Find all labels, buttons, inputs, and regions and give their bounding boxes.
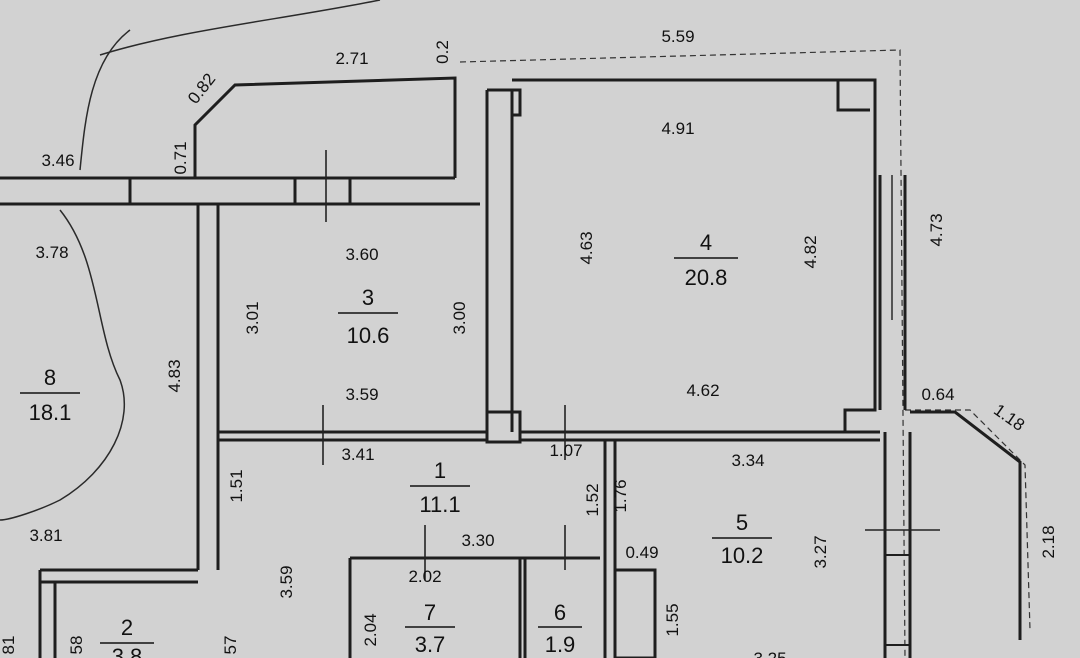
dimension-label: 1.07 xyxy=(549,441,582,460)
dimension-label: 2.02 xyxy=(408,567,441,586)
svg-text:1: 1 xyxy=(434,458,446,483)
room-label-1: 1 11.1 xyxy=(410,458,470,517)
dimension-label: 3.25 xyxy=(753,649,786,658)
svg-text:1.9: 1.9 xyxy=(545,632,576,657)
dimension-label: 3.00 xyxy=(450,301,469,334)
svg-text:18.1: 18.1 xyxy=(29,400,72,425)
dimension-label: 3.27 xyxy=(811,535,830,568)
dimension-label: 4.73 xyxy=(927,213,946,246)
dimension-label: 4.91 xyxy=(661,119,694,138)
dimension-label: 3.59 xyxy=(345,385,378,404)
wall xyxy=(193,76,457,178)
dimension-labels: 5.59 2.71 0.2 0.82 0.71 3.46 3.78 3.60 3… xyxy=(0,27,1058,658)
dimension-label: 4.82 xyxy=(801,235,820,268)
svg-text:10.2: 10.2 xyxy=(721,543,764,568)
wall xyxy=(487,88,522,117)
dimension-label: 0.71 xyxy=(171,141,190,174)
room-label-2: 2 3.8 xyxy=(100,615,154,658)
boundary-line xyxy=(0,29,131,521)
outer-dimension-line xyxy=(459,49,906,658)
dimension-label: 57 xyxy=(221,636,240,655)
wall xyxy=(38,568,198,658)
svg-text:3.7: 3.7 xyxy=(415,632,446,657)
wall xyxy=(836,80,870,112)
boundary-line-top xyxy=(99,0,381,56)
dimension-label: 1.76 xyxy=(611,479,630,512)
dimension-label: 4.63 xyxy=(577,231,596,264)
room-label-4: 4 20.8 xyxy=(674,230,738,290)
dimension-label: 3.60 xyxy=(345,245,378,264)
dimension-label: 3.41 xyxy=(341,445,374,464)
dimension-label: 3.78 xyxy=(35,243,68,262)
dimension-label: 3.01 xyxy=(243,301,262,334)
column xyxy=(485,410,522,444)
dimension-label: 1.55 xyxy=(663,603,682,636)
room-label-6: 6 1.9 xyxy=(538,600,582,657)
svg-text:10.6: 10.6 xyxy=(347,323,390,348)
svg-text:5: 5 xyxy=(736,510,748,535)
svg-text:4: 4 xyxy=(700,230,712,255)
wall xyxy=(196,204,220,570)
dimension-label: 1.52 xyxy=(583,483,602,516)
bay-window-dimension-line xyxy=(905,409,1031,631)
dimension-label: 1.51 xyxy=(227,469,246,502)
dimension-label: 3.81 xyxy=(29,526,62,545)
dimension-label: 2.18 xyxy=(1039,525,1058,558)
wall xyxy=(348,556,600,658)
wall xyxy=(512,78,877,432)
shaft xyxy=(613,568,657,658)
bay-window-wall xyxy=(910,410,1022,640)
svg-text:6: 6 xyxy=(554,600,566,625)
room-label-7: 7 3.7 xyxy=(405,600,455,657)
dimension-label: 3.46 xyxy=(41,151,74,170)
dimension-label: 4.83 xyxy=(165,359,184,392)
dimension-label: 2.04 xyxy=(361,613,380,646)
svg-text:11.1: 11.1 xyxy=(419,492,460,517)
dimension-label: 58 xyxy=(67,636,86,655)
dimension-label: 0.49 xyxy=(625,543,658,562)
room-label-8: 8 18.1 xyxy=(20,365,80,425)
dimension-label: 0.64 xyxy=(921,385,954,404)
window xyxy=(884,554,911,646)
svg-text:3: 3 xyxy=(362,285,374,310)
dimension-label: 4.62 xyxy=(686,381,719,400)
room-label-5: 5 10.2 xyxy=(712,510,772,568)
svg-text:8: 8 xyxy=(44,365,56,390)
wall xyxy=(128,178,352,204)
wall xyxy=(878,175,907,410)
svg-text:20.8: 20.8 xyxy=(685,265,728,290)
dimension-label: 0.2 xyxy=(433,40,452,64)
dimension-label: 81 xyxy=(0,636,18,655)
room-label-3: 3 10.6 xyxy=(338,285,398,348)
svg-text:2: 2 xyxy=(121,615,133,640)
dimension-label: 3.59 xyxy=(277,565,296,598)
dimension-label: 3.34 xyxy=(731,451,764,470)
wall xyxy=(485,90,514,432)
svg-text:3.8: 3.8 xyxy=(112,644,143,658)
dimension-label: 3.30 xyxy=(461,531,494,550)
svg-text:7: 7 xyxy=(424,600,436,625)
dimension-label: 2.71 xyxy=(335,49,368,68)
dimension-label: 5.59 xyxy=(661,27,694,46)
